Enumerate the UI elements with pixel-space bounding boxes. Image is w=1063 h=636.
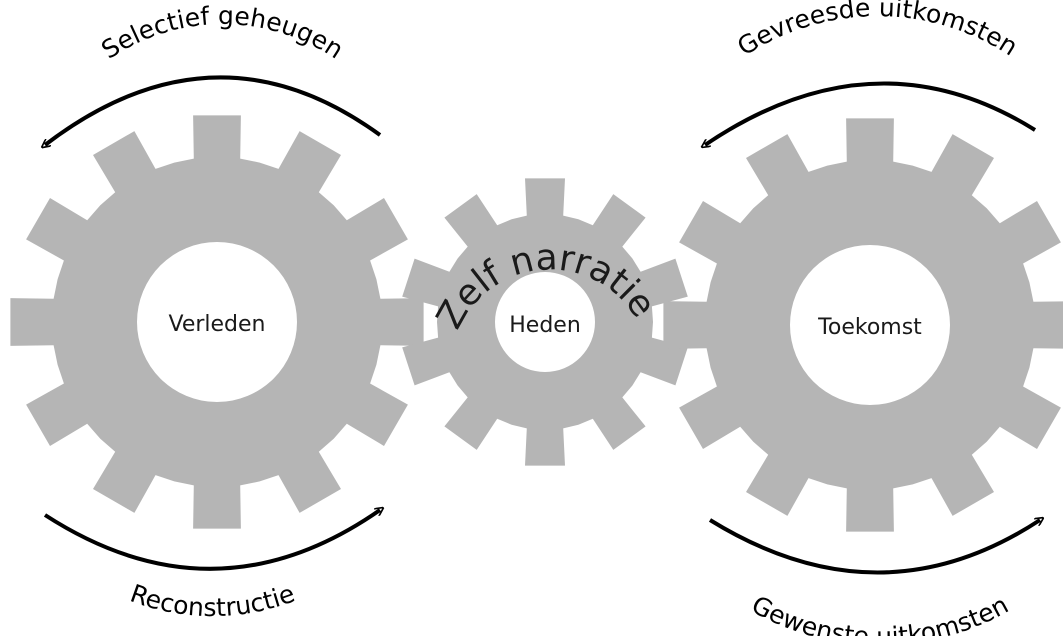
future-top-arrow (705, 81, 1037, 145)
past-gear (10, 115, 424, 529)
future-bottom-label-text: Gewenste uitkomsten (747, 590, 1013, 636)
past-bottom-label-text: Reconstructie (127, 579, 299, 622)
future-top-label-text: Gevreesde uitkomsten (732, 0, 1023, 61)
past-top-label-text: Selectief geheugen (96, 1, 348, 65)
future-gear-label: Toekomst (817, 315, 922, 340)
future-gear (663, 118, 1063, 532)
present-gear (402, 178, 688, 466)
past-gear-label: Verleden (168, 312, 265, 337)
past-top-arrow (45, 75, 382, 145)
past-top-label: Selectief geheugen (96, 1, 348, 65)
future-bottom-arrow (708, 520, 1040, 575)
future-top-label: Gevreesde uitkomsten (732, 0, 1023, 61)
present-gear-label: Heden (509, 313, 581, 338)
past-bottom-label: Reconstructie (127, 579, 299, 622)
future-bottom-label: Gewenste uitkomsten (747, 590, 1013, 636)
past-bottom-arrow (43, 510, 380, 571)
